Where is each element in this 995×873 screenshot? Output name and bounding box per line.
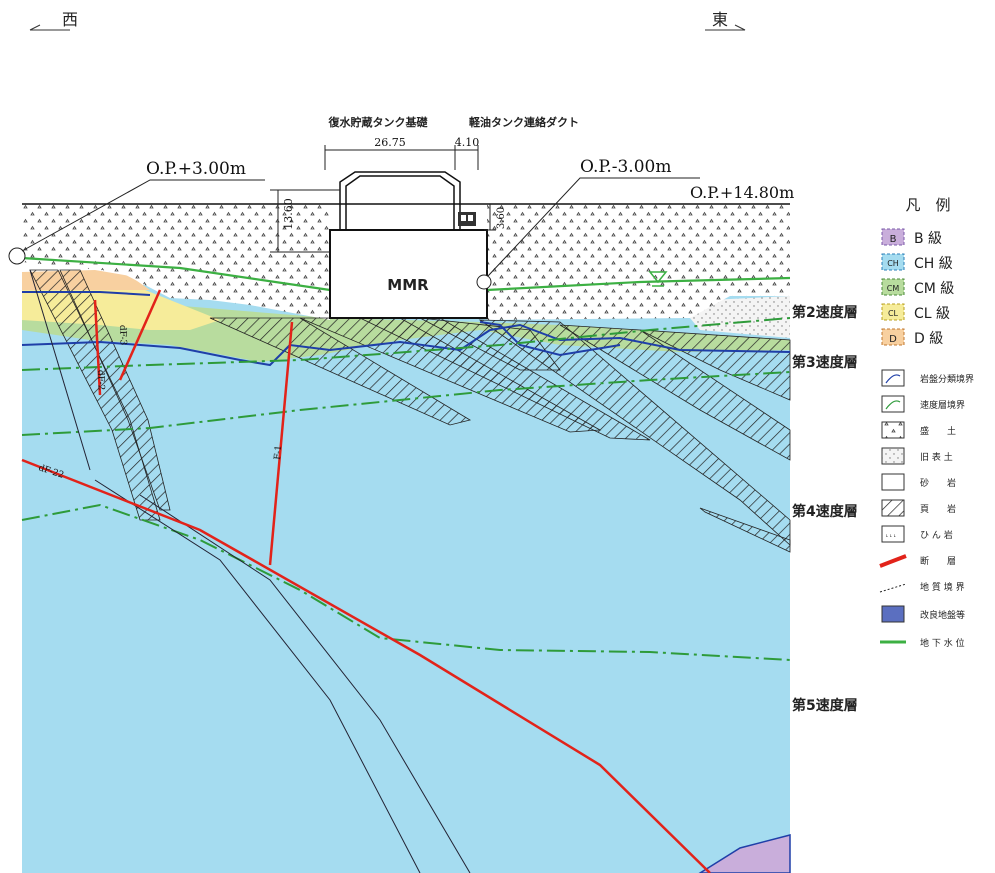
fault-label-3: dF-3	[117, 325, 128, 346]
legend-porphyrite: ˪ ˪ ˪ ひ ん 岩	[881, 525, 953, 543]
legend-fault: 断 層	[879, 554, 956, 568]
svg-text:CM: CM	[887, 284, 900, 293]
height-left-label: 13.60	[282, 198, 295, 230]
fill-soil-left	[22, 204, 330, 320]
svg-text:CH 級: CH 級	[914, 256, 953, 272]
velocity-boundaries	[21, 317, 791, 661]
svg-text:盛 土: 盛 土	[920, 425, 956, 437]
velocity-layer-5-label: 第5速度層	[792, 697, 858, 714]
tank-foundation	[339, 171, 461, 230]
callout-left	[8, 179, 265, 265]
legend-geologic-boundary: 地 質 境 界	[879, 581, 965, 593]
rock-class-boundaries	[21, 291, 791, 367]
svg-text:砂 岩: 砂 岩	[920, 477, 956, 489]
legend-shale: 頁 岩	[881, 499, 956, 517]
duct-width-label: 4.10	[455, 136, 480, 149]
sandstone-icon	[881, 473, 905, 491]
legend-class-d: D D 級	[881, 328, 943, 347]
svg-text:頁 岩: 頁 岩	[920, 503, 956, 515]
svg-text:断 層: 断 層	[920, 555, 956, 567]
mmr-structure	[329, 229, 488, 319]
legend-rock-class-boundary: 岩盤分類境界	[881, 369, 974, 387]
improved-ground-icon	[881, 605, 905, 623]
shale-bands	[29, 269, 791, 553]
svg-text:D 級: D 級	[914, 331, 943, 347]
svg-text:D: D	[889, 334, 897, 345]
svg-text:改良地盤等: 改良地盤等	[920, 609, 965, 621]
velocity-layer-4-label: 第4速度層	[792, 503, 858, 520]
height-right-label: 3.60	[496, 207, 507, 229]
velocity-layer-3-label: 第3速度層	[792, 354, 858, 371]
callout-right	[476, 177, 700, 290]
legend-sandstone: 砂 岩	[881, 473, 956, 491]
geologic-boundary-icon	[879, 583, 907, 593]
porphyrite-dike	[29, 269, 471, 873]
elevation-right-label: O.P.-3.00m	[580, 157, 671, 177]
svg-text:˪ ˪ ˪: ˪ ˪ ˪	[886, 532, 896, 539]
porphyrite-icon	[881, 525, 905, 543]
tank-foundation-label: 復水貯蔵タンク基礎	[328, 115, 429, 129]
legend: 凡 例 B B 級 CH CH 級 CM CM 級 CL CL 級 D D 級	[879, 196, 974, 649]
velocity-boundary-icon	[885, 400, 901, 410]
svg-text:東: 東	[712, 10, 728, 29]
groundwater-level	[21, 256, 791, 292]
compass-west: 西	[29, 10, 78, 31]
velocity-layer-2-label: 第2速度層	[792, 304, 858, 321]
legend-groundwater: 地 下 水 位	[880, 637, 965, 649]
legend-class-cm: CM CM 級	[881, 278, 954, 297]
old-topsoil-icon	[881, 447, 905, 465]
fill-soil-right	[487, 204, 790, 320]
dimension-lines	[270, 145, 496, 253]
old-topsoil-zone	[690, 296, 790, 338]
legend-class-ch: CH CH 級	[881, 253, 953, 272]
svg-text:速度層境界: 速度層境界	[920, 399, 965, 411]
legend-fill-soil: 盛 土	[881, 421, 956, 439]
legend-title: 凡 例	[905, 196, 950, 214]
tank-width-label: 26.75	[374, 136, 406, 149]
b-rock-zone	[698, 834, 791, 873]
compass-east: 東	[705, 10, 746, 31]
svg-text:旧 表 土: 旧 表 土	[920, 451, 953, 463]
svg-text:CM 級: CM 級	[914, 281, 954, 297]
rock-class-boundary-icon	[885, 374, 901, 384]
elevation-left-label: O.P.+3.00m	[146, 159, 246, 179]
shale-icon	[881, 499, 905, 517]
fill-soil-icon	[881, 421, 905, 439]
svg-text:B 級: B 級	[914, 231, 942, 247]
svg-text:B: B	[890, 234, 897, 245]
svg-text:地 下 水 位: 地 下 水 位	[920, 637, 965, 649]
svg-text:CL: CL	[888, 309, 899, 318]
ground-level-label: O.P.+14.80m	[690, 183, 794, 202]
svg-text:CH: CH	[887, 259, 899, 268]
legend-velocity-boundary: 速度層境界	[881, 395, 965, 413]
duct-window-2	[468, 215, 473, 221]
legend-old-topsoil: 旧 表 土	[881, 447, 953, 465]
svg-text:西: 西	[62, 10, 78, 29]
duct-window	[461, 215, 466, 221]
groundwater-marker	[648, 271, 668, 287]
svg-text:CL 級: CL 級	[914, 306, 950, 322]
legend-improved-ground: 改良地盤等	[881, 605, 965, 623]
duct-box	[458, 212, 476, 226]
svg-text:ひ ん 岩: ひ ん 岩	[920, 529, 953, 541]
fault-label-1: F-1	[273, 445, 284, 460]
legend-class-b: B B 級	[881, 228, 942, 247]
duct-label: 軽油タンク連絡ダクト	[469, 115, 579, 129]
svg-text:岩盤分類境界: 岩盤分類境界	[920, 373, 974, 385]
svg-text:地 質 境 界: 地 質 境 界	[920, 581, 965, 593]
faults	[21, 289, 711, 873]
mmr-label: MMR	[387, 276, 429, 294]
legend-class-cl: CL CL 級	[881, 303, 950, 322]
fault-icon	[879, 554, 907, 568]
fault-label-2: dF-2	[95, 370, 106, 391]
